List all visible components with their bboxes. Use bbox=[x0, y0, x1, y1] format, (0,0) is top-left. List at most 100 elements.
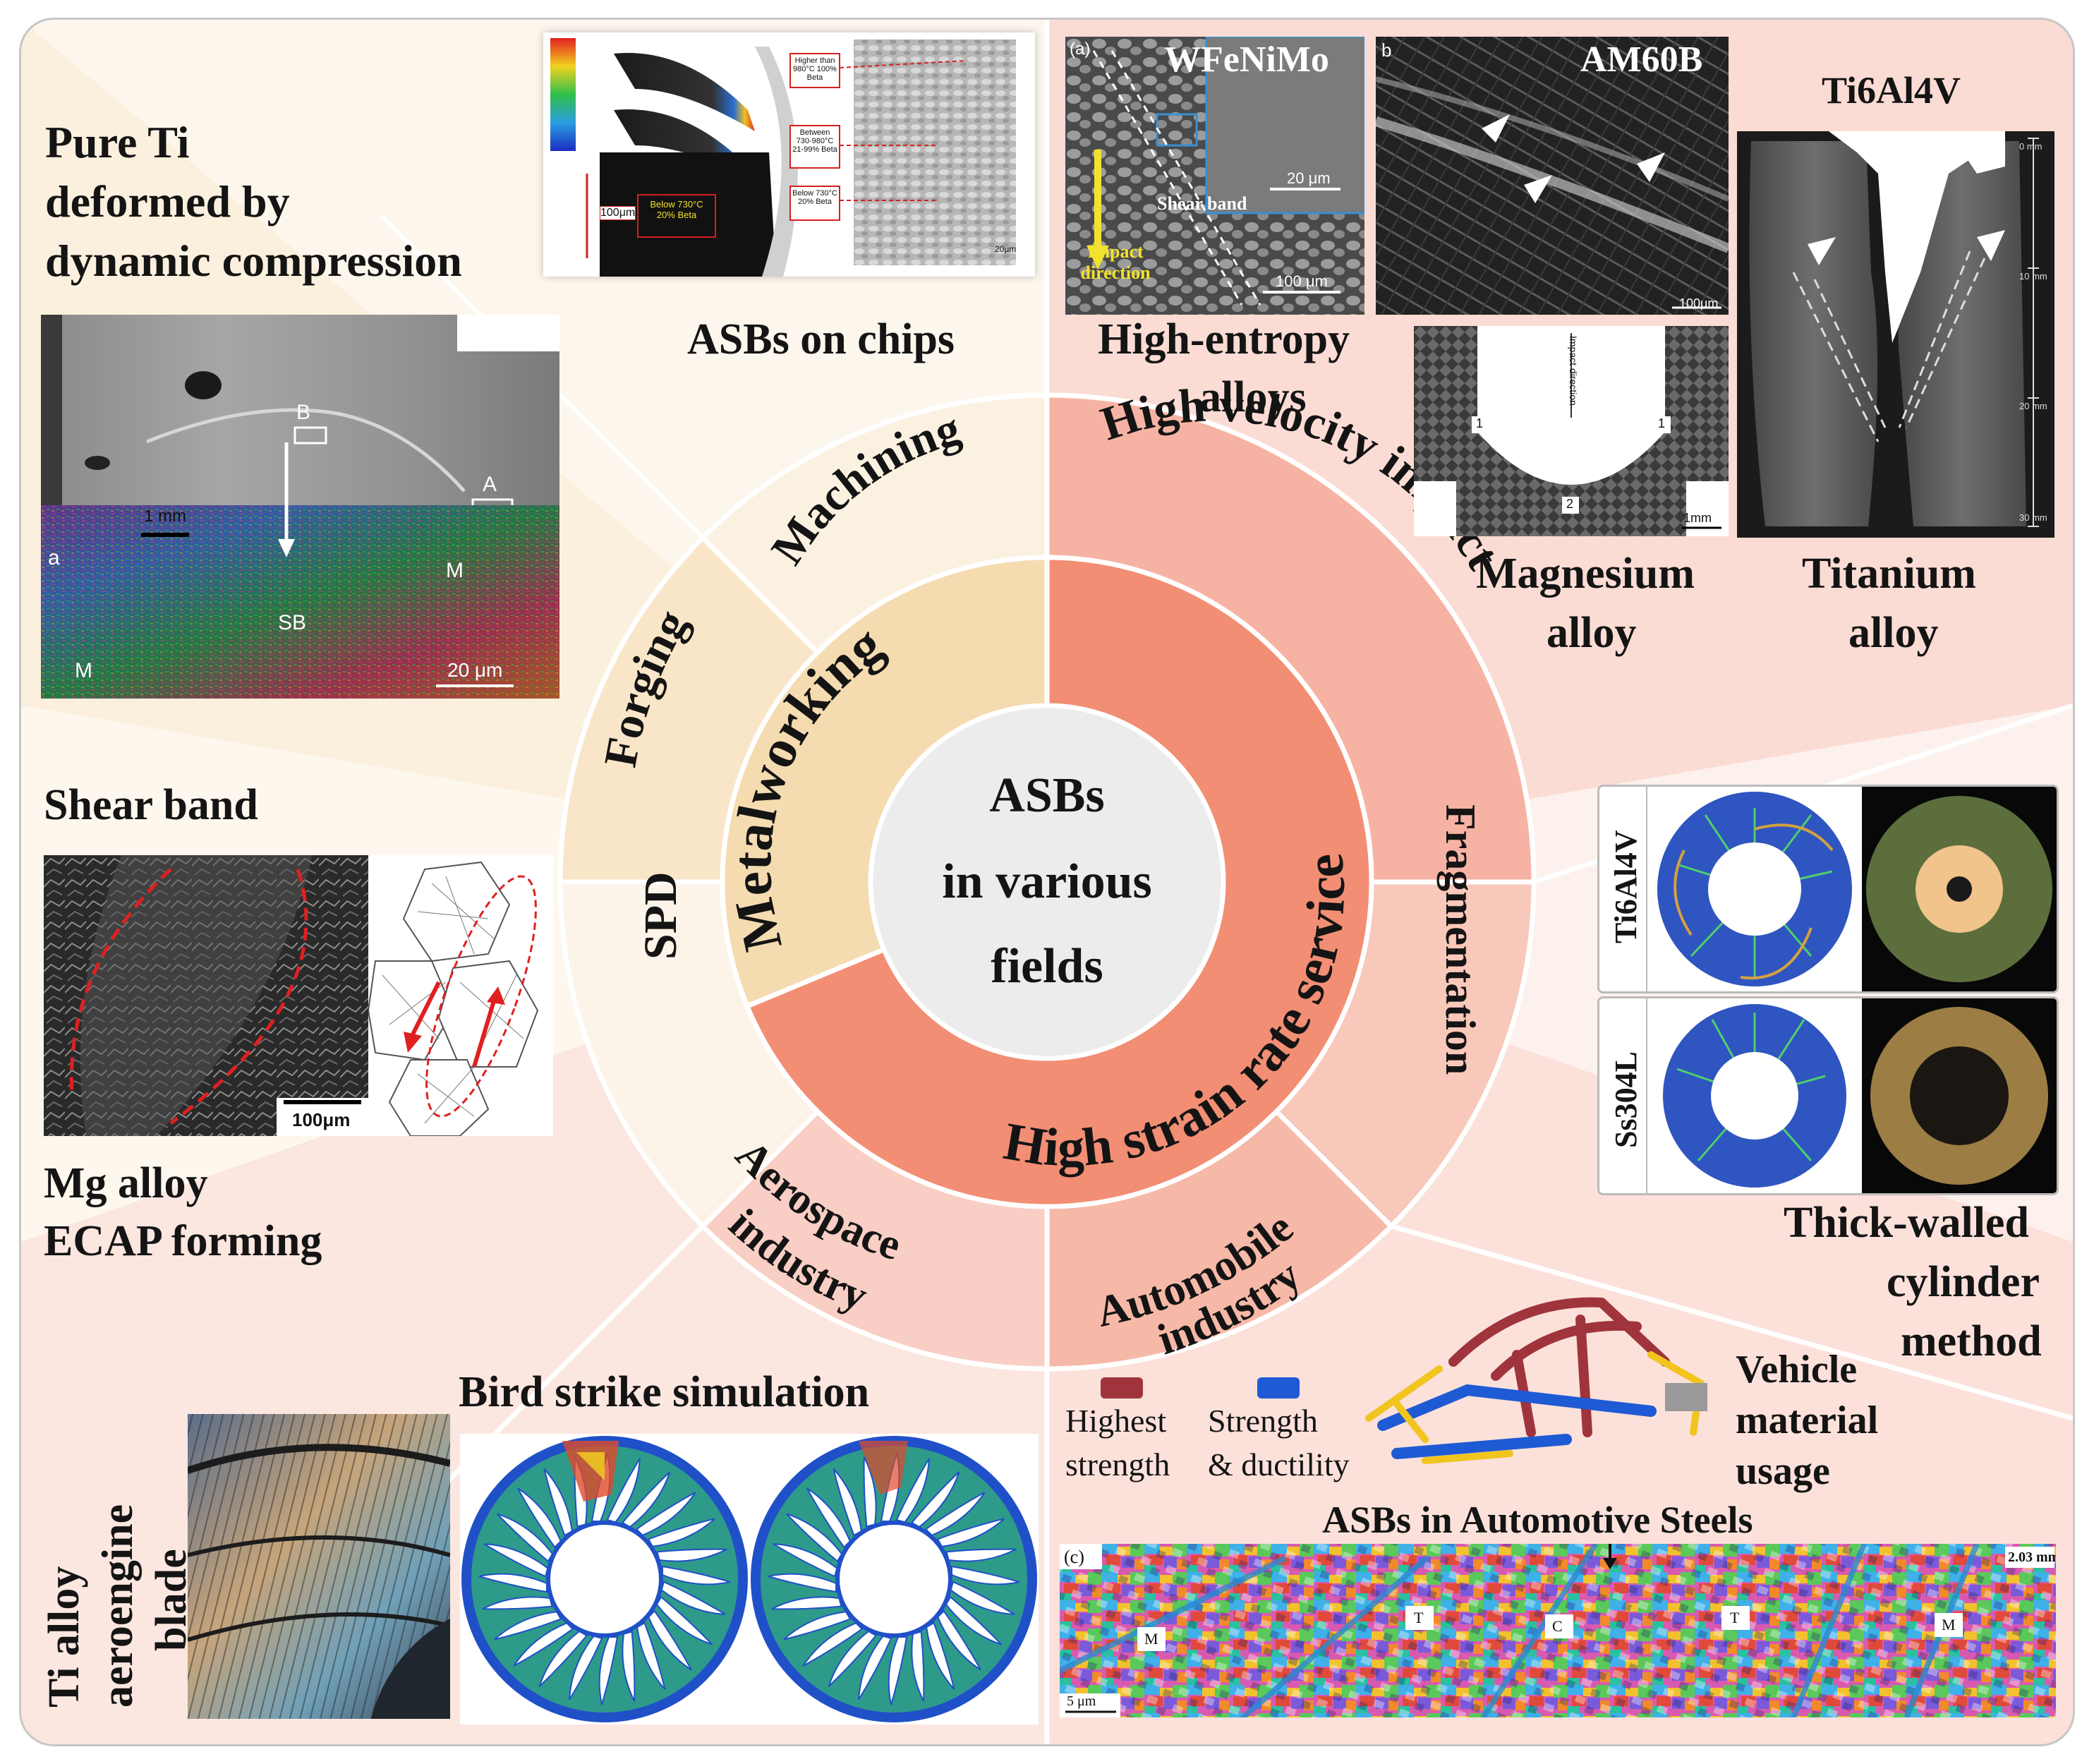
am60b-scale: 100μm bbox=[1679, 296, 1719, 310]
blade-title-1: Ti alloy bbox=[40, 1566, 88, 1708]
rotor-blade bbox=[648, 1609, 692, 1671]
chips-simulation: Higher than 980°C 100% Beta Between 730-… bbox=[543, 32, 1035, 277]
label-spd: SPD bbox=[635, 871, 686, 960]
steels-label-t1: T bbox=[1414, 1609, 1424, 1626]
center-circle bbox=[868, 703, 1226, 1061]
ti6al4v-top-name: Ti6Al4V bbox=[1822, 69, 1961, 111]
shear-band-micrograph: 100μm bbox=[44, 855, 368, 1136]
ti-scale-30: 30 mm bbox=[2019, 512, 2047, 523]
rotor-blade bbox=[783, 1611, 852, 1641]
rotor-blade bbox=[494, 1611, 562, 1641]
hea-label-impact: Impact direction bbox=[1080, 241, 1151, 283]
rotor-blade bbox=[660, 1581, 726, 1615]
hea-title-2: alloys bbox=[1199, 373, 1307, 421]
magnesium-micrograph: Impact direction 1 1 2 1mm bbox=[1414, 326, 1729, 536]
steels-label-t2: T bbox=[1730, 1609, 1740, 1626]
pure-ti-label-a-small: a bbox=[48, 546, 60, 569]
titanium-title-1: Titanium bbox=[1802, 550, 1976, 598]
steels-title: ASBs in Automotive Steels bbox=[1322, 1499, 1753, 1541]
mg-label-n3: 2 bbox=[1566, 497, 1574, 511]
steels-scale: 5 μm bbox=[1067, 1693, 1096, 1709]
rotor-blade bbox=[945, 1548, 1017, 1562]
ti6al4v-impact-image: 0 mm 10 mm 20 mm 30 mm bbox=[1737, 131, 2054, 538]
chips-label-dim: 100μm bbox=[600, 206, 636, 220]
hea-micrograph: (a) WFeNiMo Shear band Impact direction … bbox=[1065, 37, 1364, 315]
cylinder-title-1: Thick-walled bbox=[1784, 1199, 2029, 1247]
mg-label-n2: 1 bbox=[1658, 416, 1666, 430]
rotor-blade bbox=[543, 1468, 573, 1537]
cylinder-row-2-label: Ss304L bbox=[1609, 1051, 1643, 1148]
center-line-1: ASBs bbox=[989, 768, 1104, 823]
rotor-blade bbox=[951, 1565, 1020, 1585]
rotor-blade bbox=[621, 1471, 671, 1528]
rotor-blade bbox=[771, 1596, 842, 1610]
pure-ti-scale-bottom: 20 μm bbox=[447, 659, 503, 681]
bird-strike-title: Bird strike simulation bbox=[459, 1368, 870, 1416]
cylinder-row-1-label-cell bbox=[1599, 787, 1647, 991]
rotor-blade bbox=[647, 1518, 715, 1547]
rotor-blade bbox=[636, 1621, 666, 1690]
ti-scale-20: 20 mm bbox=[2019, 401, 2047, 411]
center-line-2: in various bbox=[942, 854, 1152, 909]
rotor-blade bbox=[655, 1595, 713, 1645]
hea-title-1: High-entropy bbox=[1098, 315, 1350, 363]
rotor-blade bbox=[950, 1581, 1015, 1615]
rotor-blade bbox=[910, 1471, 960, 1528]
mg-label-impact: Impact direction bbox=[1568, 336, 1579, 406]
rotor-blade bbox=[656, 1548, 727, 1562]
steels-label-m2: M bbox=[1942, 1616, 1956, 1633]
rotor-blade bbox=[895, 1458, 930, 1523]
cylinder-title-2: cylinder bbox=[1887, 1258, 2040, 1306]
magnesium-title-2: alloy bbox=[1547, 609, 1637, 657]
cylinder-title-3: method bbox=[1901, 1317, 2042, 1365]
rotor-blade bbox=[802, 1622, 864, 1667]
blade-title-2: aeroengine bbox=[94, 1504, 142, 1708]
label-fragmentation: Fragmentation bbox=[1437, 804, 1484, 1075]
titanium-title-2: alloy bbox=[1848, 609, 1939, 657]
hea-name: WFeNiMo bbox=[1164, 40, 1329, 80]
cylinder-row-1: Ti6Al4V bbox=[1597, 785, 2059, 993]
mg-label-n1: 1 bbox=[1476, 416, 1484, 430]
center-line-3: fields bbox=[991, 939, 1103, 993]
pure-ti-label-a-box: A bbox=[483, 473, 497, 496]
ti-scale-0: 0 mm bbox=[2019, 141, 2042, 152]
pure-ti-title-1: Pure Ti bbox=[45, 117, 190, 167]
shear-band-title: Shear band bbox=[44, 781, 258, 829]
aeroengine-blade-photo bbox=[188, 1414, 450, 1719]
rotor-blade bbox=[911, 1631, 925, 1702]
shear-band-grain-diagram bbox=[368, 855, 553, 1136]
steels-ebsd: (c) 2.03 mm M T C T M 5 μm bbox=[1060, 1544, 2056, 1717]
hea-scale-100: 100 μm bbox=[1276, 272, 1328, 290]
rotor-blade bbox=[924, 1492, 986, 1536]
legend-blue-text-1: Strength bbox=[1208, 1403, 1318, 1439]
steels-scale-top: 2.03 mm bbox=[2008, 1549, 2056, 1565]
hea-label-shear: Shear band bbox=[1157, 193, 1247, 214]
chips-label-below-l: Below 730°C 20% Beta bbox=[650, 199, 703, 220]
pure-ti-title-2: deformed by bbox=[45, 176, 290, 226]
rotor-blade bbox=[483, 1543, 549, 1578]
legend-red-text-1: Highest bbox=[1065, 1403, 1167, 1439]
rotor-blade bbox=[863, 1456, 877, 1528]
rotor-blade bbox=[888, 1636, 908, 1705]
shear-band-scale: 100μm bbox=[292, 1109, 351, 1130]
mg-alloy-caption-2: ECAP forming bbox=[44, 1217, 322, 1265]
steels-label-m1: M bbox=[1144, 1630, 1158, 1648]
rotor-blade bbox=[482, 1596, 553, 1610]
hea-label-a: (a) bbox=[1070, 40, 1091, 59]
hea-scale-20: 20 μm bbox=[1287, 169, 1331, 187]
vehicle-usage-1: Vehicle bbox=[1736, 1348, 1858, 1391]
rotor-blade bbox=[662, 1565, 731, 1585]
chips-label-higher: Higher than 980°C 100% Beta bbox=[793, 56, 837, 82]
mg-alloy-caption-1: Mg alloy bbox=[44, 1159, 208, 1207]
pure-ti-micrograph: B A 1 mm a M SB M 20 μm bbox=[41, 315, 559, 699]
rotor-blade bbox=[937, 1609, 981, 1671]
rotor-blade bbox=[606, 1458, 641, 1523]
rotor-blade bbox=[622, 1631, 636, 1702]
rotor-blade bbox=[828, 1630, 878, 1687]
rotor-blade bbox=[926, 1621, 955, 1690]
rotor-blade bbox=[936, 1518, 1005, 1547]
legend-red-swatch bbox=[1101, 1377, 1143, 1398]
cylinder-row-1-label: Ti6Al4V bbox=[1609, 830, 1643, 943]
legend-blue-text-2: & ductility bbox=[1208, 1446, 1350, 1482]
